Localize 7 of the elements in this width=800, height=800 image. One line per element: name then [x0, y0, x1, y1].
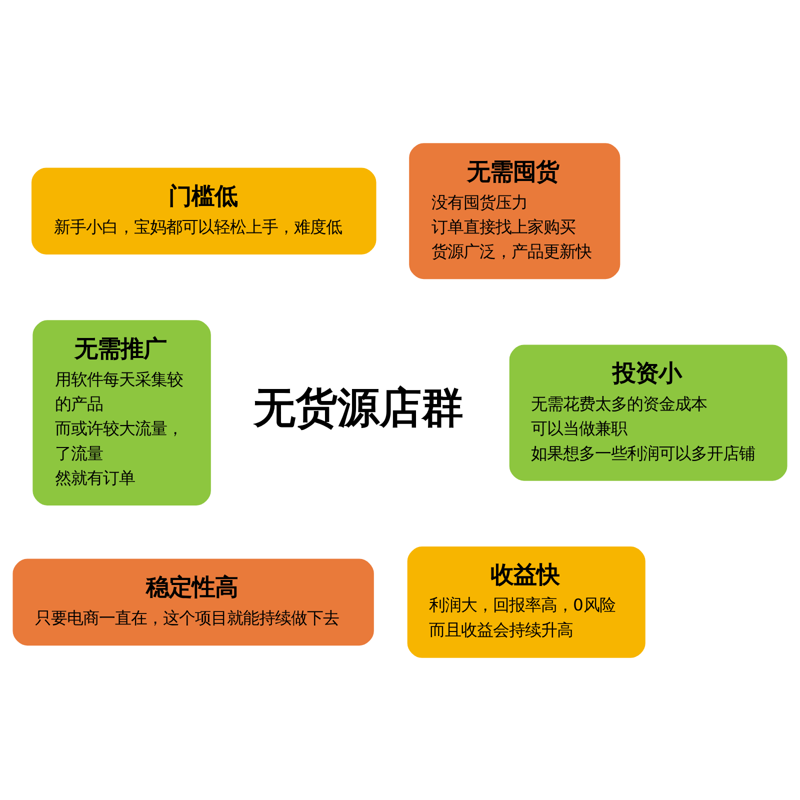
node-box: 稳定性高 只要电商一直在，这个项目就能持续做下去	[12, 558, 374, 646]
node-box: 收益快 利润大，回报率高，0风险 而且收益会持续升高	[407, 546, 646, 658]
node-box: 无需囤货 没有囤货压力 订单直接找上家购买 货源广泛，产品更新快	[409, 142, 620, 279]
node-box: 投资小 无需花费太多的资金成本 可以当做兼职 如果想多一些利润可以多开店铺	[509, 344, 788, 480]
node-box: 无需推广 用软件每天采集较 的产品 而或许较大流量， 了流量 然就有订单	[32, 320, 211, 505]
node-text: 无货源店群	[254, 382, 464, 432]
node-box: 门槛低 新手小白，宝妈都可以轻松上手，难度低	[32, 167, 376, 254]
